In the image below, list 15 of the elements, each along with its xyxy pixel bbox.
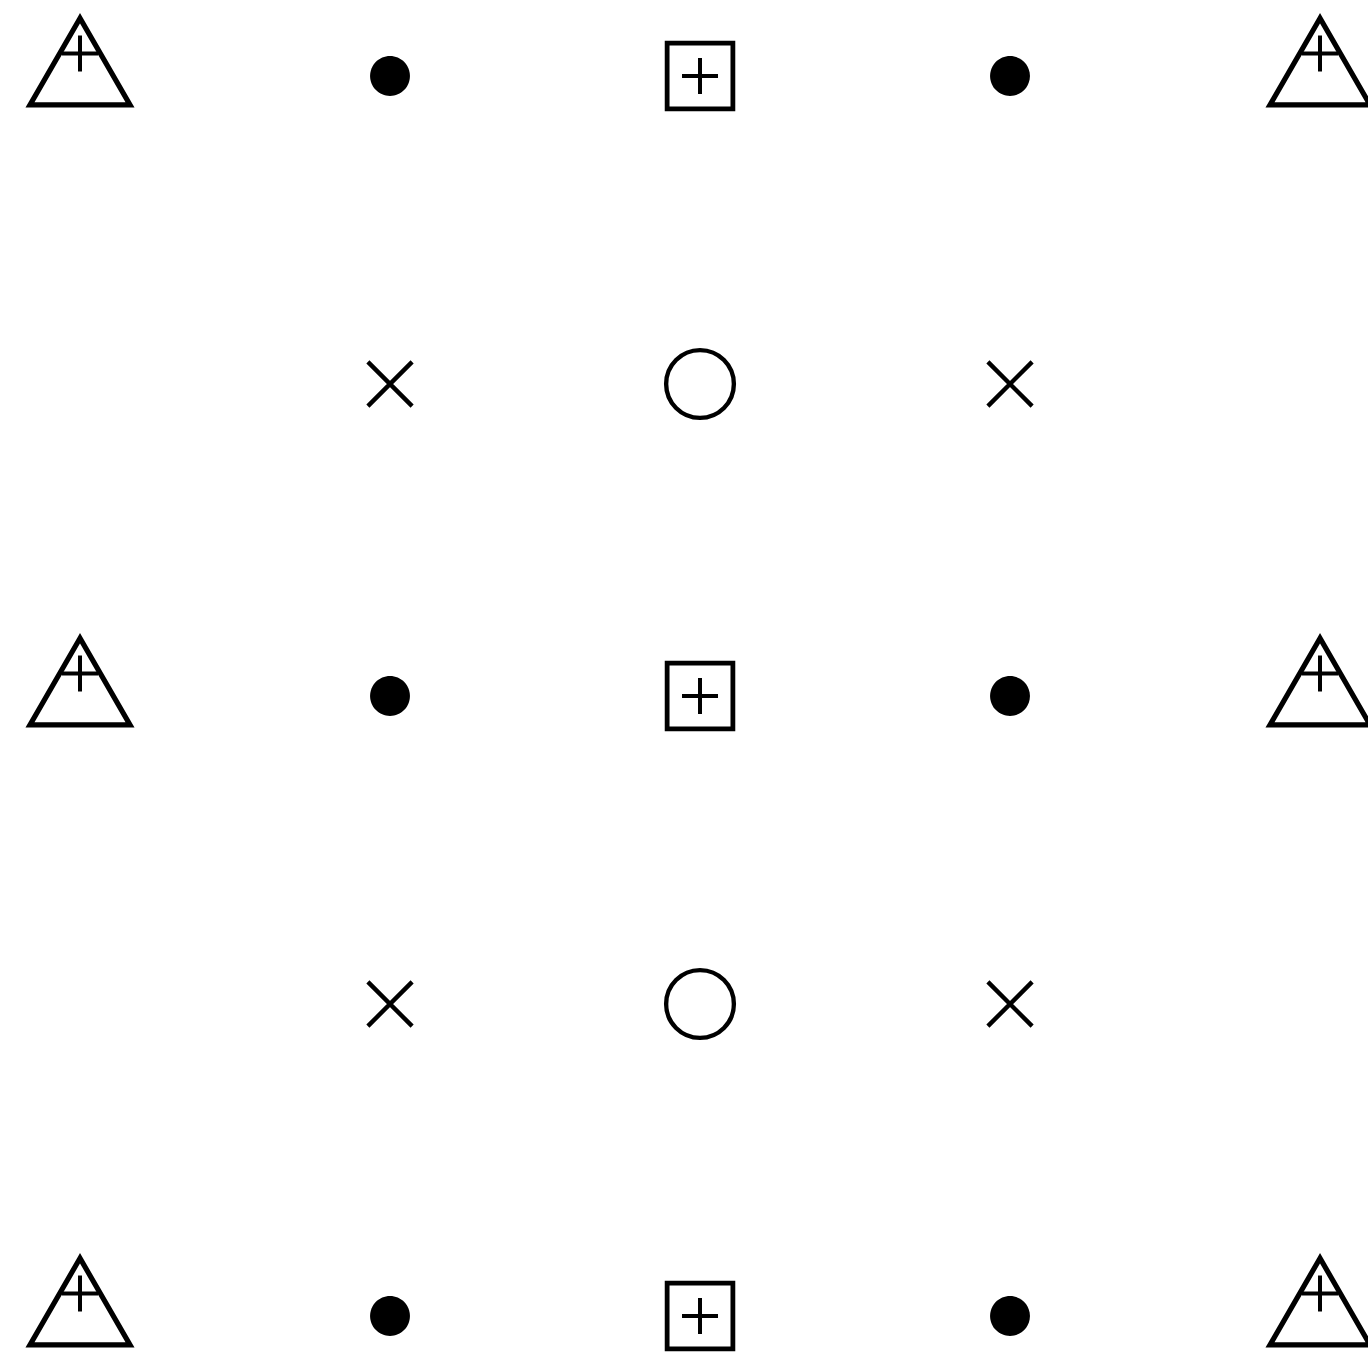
dot-symbol: [990, 1296, 1030, 1336]
circle-symbol: [663, 347, 737, 421]
cross-symbol: [985, 359, 1035, 409]
circle-symbol: [663, 967, 737, 1041]
cross-symbol: [365, 979, 415, 1029]
dot-symbol: [370, 56, 410, 96]
square-plus-symbol: [664, 1280, 736, 1352]
dot-symbol: [370, 676, 410, 716]
dot-symbol: [370, 1296, 410, 1336]
dot-symbol: [990, 676, 1030, 716]
square-plus-symbol: [664, 660, 736, 732]
dot-symbol: [990, 56, 1030, 96]
square-plus-symbol: [664, 40, 736, 112]
cross-symbol: [985, 979, 1035, 1029]
cross-symbol: [365, 359, 415, 409]
